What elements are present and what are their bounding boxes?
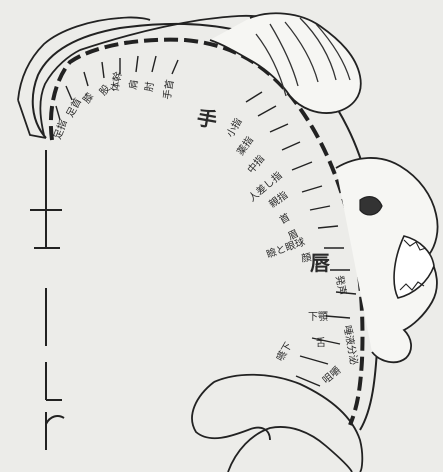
lips-label: 唇	[310, 251, 331, 275]
label-jaw: 下顎	[308, 311, 328, 323]
label-tongue: 舌	[316, 337, 326, 349]
hand-label: 手	[195, 105, 219, 132]
